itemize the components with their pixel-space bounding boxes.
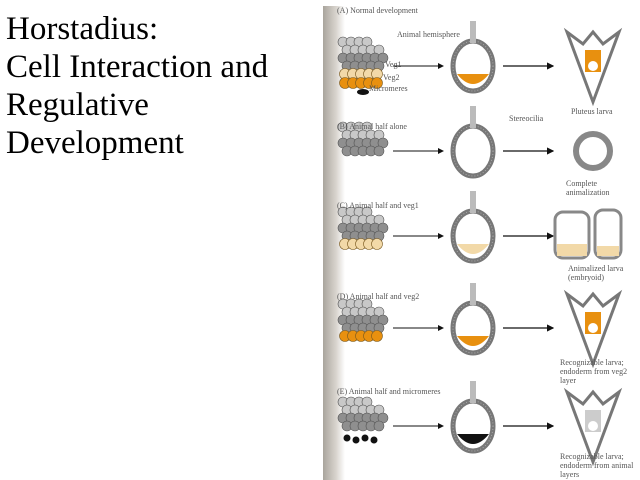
micromere (343, 434, 351, 442)
apical-tuft (470, 21, 476, 43)
vegetal-plate (457, 244, 489, 254)
result-d: Recognizable larva; endoderm from veg2 l… (560, 358, 628, 385)
row-label-b: (B) Animal half alone (337, 122, 407, 131)
note-animal-hemisphere: Animal hemisphere (397, 30, 460, 39)
vegetal-plate (457, 74, 489, 84)
vegetal-plate (457, 336, 489, 346)
title-line: Development (6, 125, 184, 161)
row-label-a: (A) Normal development (337, 6, 418, 15)
embryoid-gut (557, 244, 587, 256)
blastomere (373, 145, 385, 157)
micromere (370, 436, 378, 444)
title-line: Horstadius: (6, 11, 159, 47)
note-veg1: Veg1 (385, 60, 402, 69)
result-e: Recognizable larva; endoderm from animal… (560, 452, 634, 479)
note-veg2: Veg2 (383, 73, 400, 82)
blastomere (373, 420, 385, 432)
micromere (361, 434, 369, 442)
row-label-e: (E) Animal half and micromeres (337, 387, 441, 396)
note-stereocilia: Stereocilia (509, 114, 544, 123)
vegetal-plate (457, 434, 489, 444)
vegetal-cell (371, 77, 383, 89)
larva-gut-lumen (588, 421, 598, 431)
larva-gut-lumen (588, 323, 598, 333)
embryoid-gut (597, 246, 619, 256)
result-a: Pluteus larva (571, 107, 613, 116)
larva-gut-lumen (588, 61, 598, 71)
result-c: Animalized larva (embryoid) (568, 264, 624, 282)
apical-tuft (470, 381, 476, 403)
row-label-d: (D) Animal half and veg2 (337, 292, 420, 301)
figure-art (323, 6, 623, 480)
title-line: Regulative (6, 87, 149, 123)
animalized-embryo (573, 131, 613, 171)
apical-tuft (470, 106, 476, 128)
vegetal-cell (371, 238, 383, 250)
row-label-c: (C) Animal half and veg1 (337, 201, 419, 210)
micromere (352, 436, 360, 444)
apical-tuft (470, 283, 476, 305)
micromere (357, 89, 369, 95)
slide-title: Horstadius: Cell Interaction and Regulat… (6, 10, 268, 162)
result-b: Complete animalization (566, 179, 610, 197)
note-micromeres: Micromeres (369, 84, 408, 93)
title-line: Cell Interaction and (6, 49, 269, 85)
apical-tuft (470, 191, 476, 213)
vegetal-cell (371, 330, 383, 342)
horstadius-figure: (A) Normal development Animal hemisphere… (323, 6, 640, 480)
